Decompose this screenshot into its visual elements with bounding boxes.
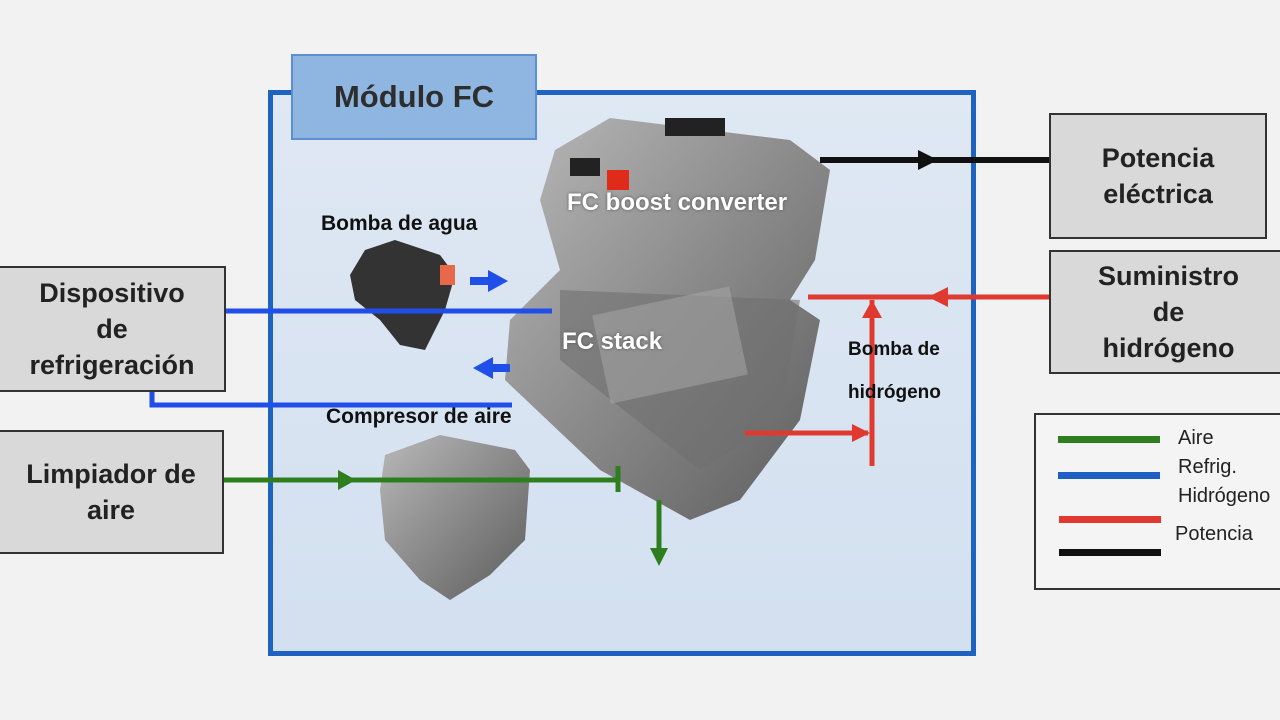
legend-label: Potencia xyxy=(1175,523,1253,545)
air-compressor-label: Compresor de aire xyxy=(326,405,512,428)
hydrogen-pump-label-1: Bomba de xyxy=(848,339,940,360)
box-label: refrigeración xyxy=(29,350,195,380)
box-label: hidrógeno xyxy=(1102,333,1235,363)
box-label: de xyxy=(1152,297,1185,327)
arrow-left-icon xyxy=(928,287,948,307)
arrow-down-icon xyxy=(650,548,668,566)
fc-stack-label: FC stack xyxy=(562,328,663,355)
legend-swatch-power xyxy=(1059,549,1161,556)
coolant-lines xyxy=(149,270,552,408)
box-label: de xyxy=(96,314,128,344)
legend-swatch-coolant xyxy=(1058,472,1160,479)
hydrogen-supply-box: Suministro de hidrógeno xyxy=(1049,250,1280,374)
legend-label: Refrig. xyxy=(1178,456,1237,478)
box-label: Suministro xyxy=(1097,261,1239,291)
electric-power-box: Potencia eléctrica xyxy=(1049,113,1267,239)
arrow-left-icon xyxy=(473,357,493,379)
box-label: aire xyxy=(86,495,136,525)
air-compressor-image xyxy=(380,435,530,600)
legend-swatch-air xyxy=(1058,436,1160,443)
fc-unit-image xyxy=(505,118,830,520)
arrow-right-icon xyxy=(918,150,938,170)
water-pump-label: Bomba de agua xyxy=(321,212,478,235)
hydrogen-pump-label-2: hidrógeno xyxy=(848,382,941,403)
arrow-right-icon xyxy=(488,270,508,292)
module-title: Módulo FC xyxy=(291,54,537,140)
legend-swatch-hydrogen xyxy=(1059,516,1161,523)
arrow-right-icon xyxy=(852,424,870,442)
box-label: eléctrica xyxy=(1103,179,1213,209)
boost-converter-label: FC boost converter xyxy=(567,189,788,216)
legend-label: Aire xyxy=(1178,427,1214,449)
air-lines xyxy=(222,466,668,566)
red-cap-icon xyxy=(607,170,629,190)
legend-label: Hidrógeno xyxy=(1178,485,1271,507)
arrow-up-icon xyxy=(862,300,882,318)
water-pump-image xyxy=(350,240,455,350)
cooling-device-box: Dispositivo de refrigeración xyxy=(0,266,226,392)
arrow-right-icon xyxy=(338,470,356,490)
air-cleaner-box: Limpiador de aire xyxy=(0,430,224,554)
connector-icon xyxy=(665,118,725,136)
legend: Aire Refrig. Hidrógeno Potencia xyxy=(1034,413,1280,590)
hydrogen-lines xyxy=(745,287,1049,466)
power-line xyxy=(820,150,1049,170)
box-label: Limpiador de xyxy=(26,459,196,489)
box-label: Dispositivo xyxy=(39,278,185,308)
box-label: Potencia xyxy=(1101,143,1215,173)
